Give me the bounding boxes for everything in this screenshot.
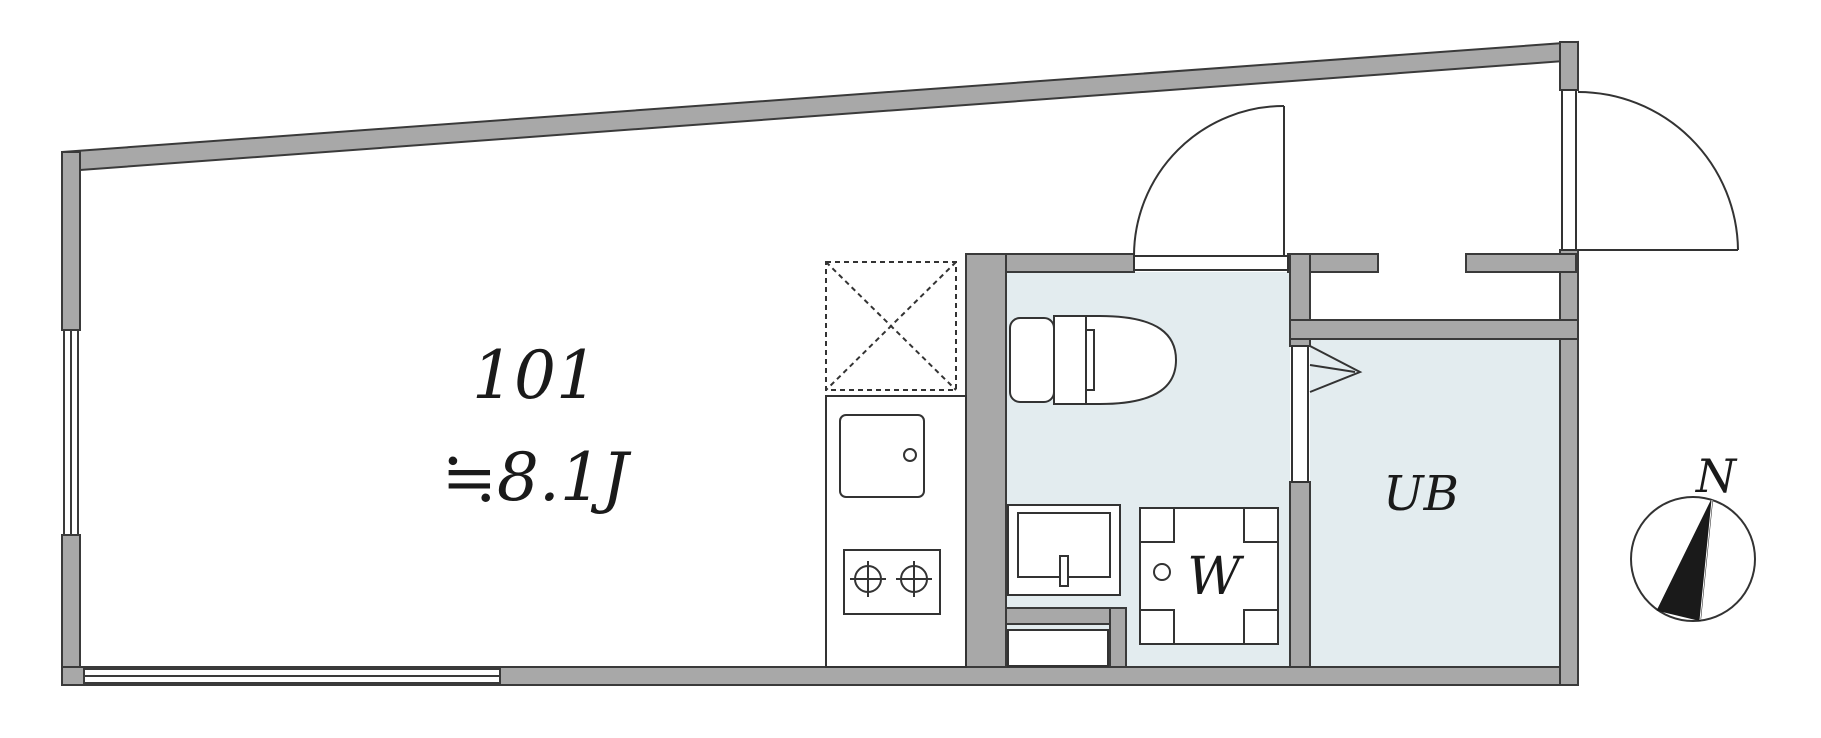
refrigerator-space (825, 261, 957, 391)
washing-machine-space (1139, 507, 1279, 645)
bath-label: UB (1383, 466, 1459, 522)
interior-door (1133, 105, 1289, 271)
partition-top-right (1465, 253, 1577, 273)
storage-bottom-wall (1289, 319, 1579, 340)
kitchen-sink (839, 414, 925, 498)
toilet-tank (1009, 317, 1055, 403)
washroom-pillar (1109, 607, 1127, 668)
west-window (63, 329, 79, 536)
room-number: 101 (472, 337, 598, 414)
bath-door (1291, 345, 1363, 483)
compass-north-label: N (1695, 449, 1738, 503)
stove-burners (850, 561, 932, 597)
outer-walls (61, 40, 1579, 686)
stove (843, 549, 941, 615)
wash-basin (1007, 504, 1121, 596)
room-size: ≒8.1J (442, 439, 632, 516)
washroom-shelf (1007, 629, 1109, 667)
washroom-lower-wall (1005, 607, 1127, 625)
washer-label: W (1187, 547, 1244, 607)
east-wall-lower (1559, 249, 1579, 686)
kitchen-counter (825, 395, 967, 668)
toilet (1009, 315, 1178, 405)
toilet-right-wall-lower (1289, 481, 1311, 668)
south-window (83, 668, 501, 684)
east-wall-upper (1559, 41, 1579, 91)
entrance-door (1561, 89, 1739, 251)
west-wall-lower (61, 534, 81, 686)
interior-walls (965, 253, 1579, 668)
west-wall-upper (61, 151, 81, 331)
kitchen-partition (965, 253, 1007, 668)
north-wall (61, 40, 1579, 171)
bathroom-floor (1310, 339, 1560, 667)
compass: N (1630, 449, 1756, 622)
